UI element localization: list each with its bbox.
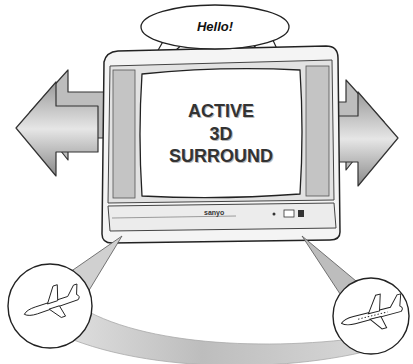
tv-bezel <box>108 60 334 203</box>
bubble-ellipse <box>141 5 289 49</box>
control-panel <box>108 203 336 231</box>
speech-bubble: Hello! <box>140 4 290 50</box>
right-speaker <box>306 66 329 196</box>
power-lamp <box>273 213 276 216</box>
screen-caption: ACTIVE 3D SURROUND <box>150 80 292 188</box>
tv-screen <box>140 69 302 198</box>
left-arrows <box>16 70 108 176</box>
left-plane-circle <box>8 264 92 348</box>
brand-name: sanyo <box>204 209 224 216</box>
panel-button <box>284 210 294 217</box>
panel-line <box>112 216 236 218</box>
panel-button <box>298 210 304 217</box>
screen-text: ACTIVE 3D SURROUND <box>158 100 284 168</box>
right-plane-circle <box>333 278 409 354</box>
airplane <box>337 289 408 338</box>
left-speaker <box>113 70 135 198</box>
tv-cabinet <box>102 46 340 243</box>
airplane <box>19 279 86 328</box>
speech-text: Hello! <box>197 19 233 35</box>
